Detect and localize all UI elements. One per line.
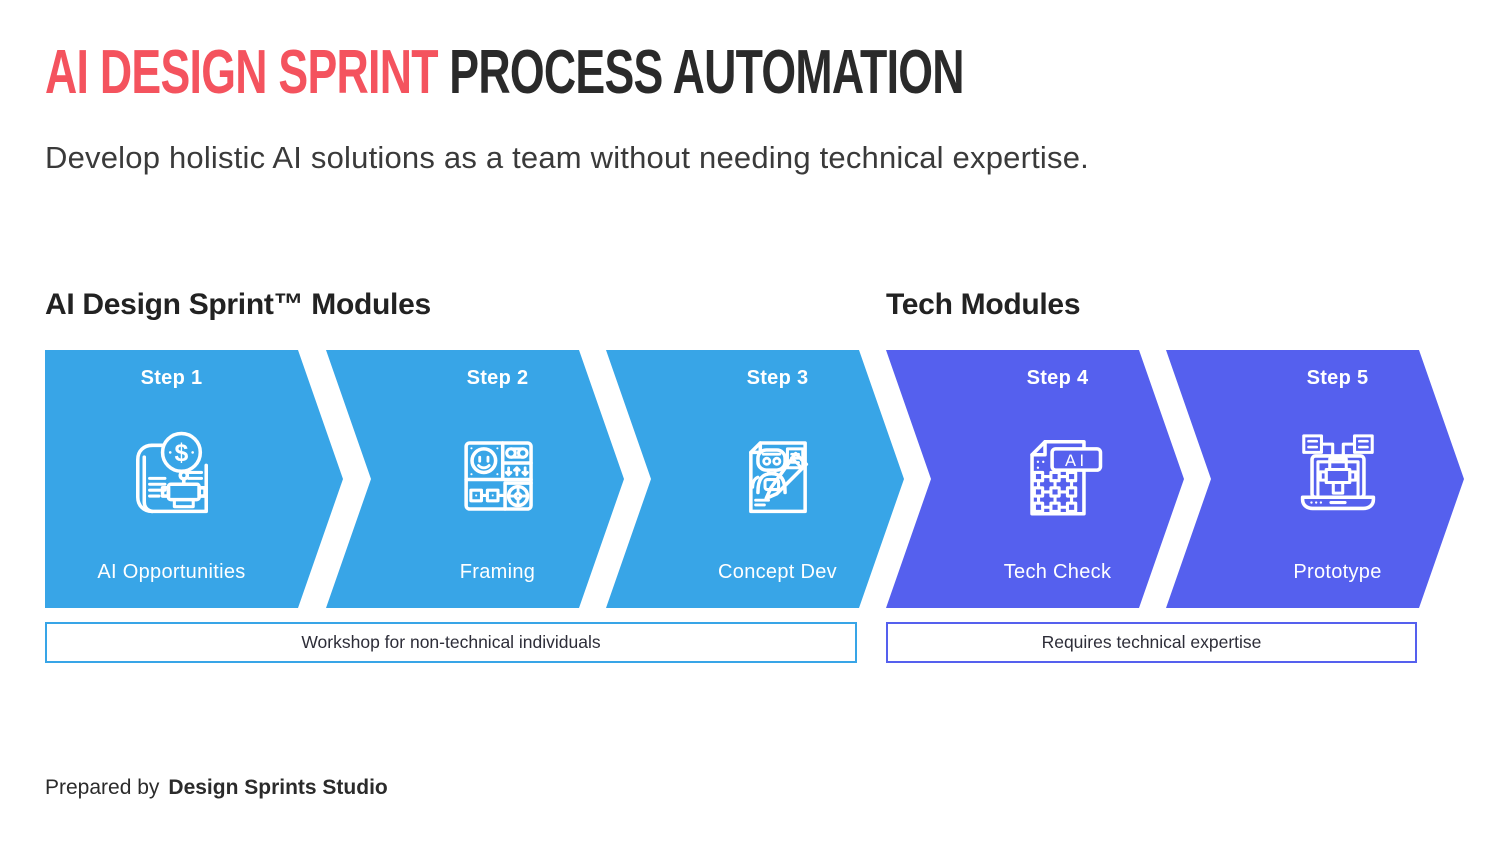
laptop-robot-icon [1279, 417, 1397, 535]
step-chevron-2: Step 2 [326, 350, 624, 608]
step-3-label: Step 3 [746, 367, 809, 389]
step-chevron-3: Step 3 [606, 350, 904, 608]
step-4-label: Step 4 [1026, 367, 1089, 389]
footer-prefix: Prepared by [45, 776, 160, 799]
section-heading-design-sprint-modules: AI Design Sprint™ Modules [45, 288, 431, 321]
legend-workshop-box: Workshop for non-technical individuals [45, 622, 857, 663]
svg-text:AI: AI [1064, 451, 1087, 469]
step-2-name: Framing [459, 561, 536, 583]
step-1-label: Step 1 [140, 367, 203, 389]
legend-workshop-text: Workshop for non-technical individuals [301, 632, 601, 652]
step-chevron-5-content: Step 5 [1211, 350, 1464, 608]
step-chevron-4: Step 4 AI [886, 350, 1184, 608]
step-chevron-4-content: Step 4 AI [931, 350, 1184, 608]
step-5-label: Step 5 [1306, 367, 1369, 389]
section-heading-tech-modules: Tech Modules [886, 288, 1081, 321]
footer: Prepared by Design Sprints Studio [45, 776, 388, 800]
page-title: AI DESIGN SPRINT PROCESS AUTOMATION [45, 40, 964, 105]
footer-brand: Design Sprints Studio [168, 776, 388, 799]
step-2-label: Step 2 [466, 367, 529, 389]
legend-technical-text: Requires technical expertise [1041, 632, 1262, 652]
step-1-name: AI Opportunities [97, 561, 246, 583]
framing-panels-icon [439, 417, 557, 535]
step-4-name: Tech Check [1003, 561, 1112, 583]
page-subtitle: Develop holistic AI solutions as a team … [45, 140, 1089, 175]
step-chevron-5: Step 5 [1166, 350, 1464, 608]
step-chevron-1: Step 1 $ [45, 350, 343, 608]
step-3-name: Concept Dev [718, 561, 837, 583]
blueprint-dollar-robot-icon: $ [113, 417, 231, 535]
page-title-rest: PROCESS AUTOMATION [449, 38, 964, 107]
page-title-accent: AI DESIGN SPRINT [45, 38, 438, 107]
step-chevron-3-content: Step 3 [651, 350, 904, 608]
legend-technical-box: Requires technical expertise [886, 622, 1417, 663]
step-chevron-2-content: Step 2 [371, 350, 624, 608]
ai-file-nodes-icon: AI [999, 417, 1117, 535]
svg-text:$: $ [174, 440, 188, 467]
step-chevron-1-content: Step 1 $ [45, 350, 298, 608]
robot-document-pencil-icon [719, 417, 837, 535]
step-5-name: Prototype [1293, 561, 1382, 583]
